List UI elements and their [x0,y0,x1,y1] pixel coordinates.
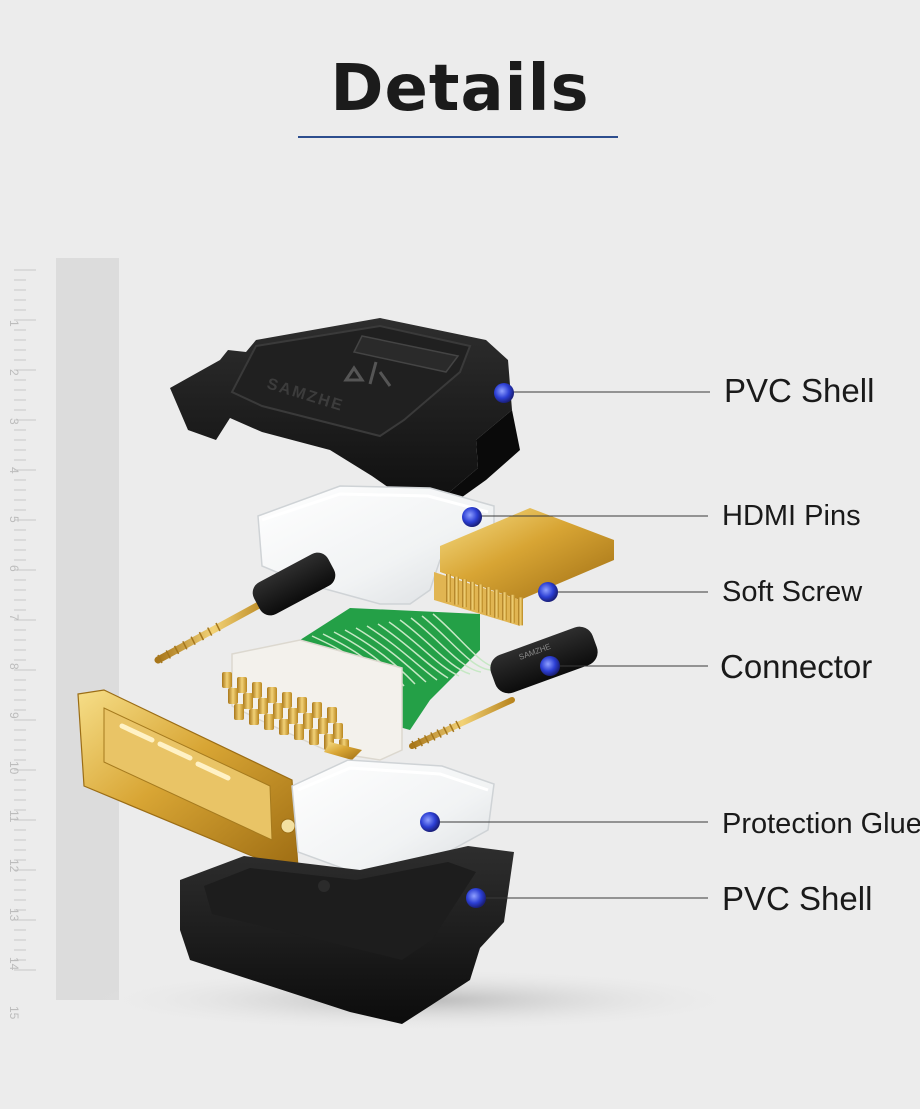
dvi-pin [264,714,274,730]
dvi-pin [249,709,259,725]
pcb-trace [377,623,449,679]
ruler-number: 12 [7,859,21,873]
dvi-pin [288,708,298,724]
dvi-pin [318,718,328,734]
marker-top-shell [494,383,514,403]
pcb-trace [410,617,482,673]
screw-thread [430,732,436,741]
label-soft-screw: Soft Screw [722,576,863,608]
marker-soft-screw [538,582,558,602]
screw-thread [182,640,188,650]
hdmi-pin [478,584,483,613]
hdmi-pin [518,597,523,626]
callout-markers [420,383,560,908]
dvi-pin [303,713,313,729]
screw-thread [165,650,171,659]
dvi-pin [333,723,343,739]
label-connector: Connector [720,648,873,685]
dvi-pin [252,682,262,698]
screw-thread [157,654,163,664]
ruler-number: 3 [7,418,21,425]
pcb-trace [366,625,438,681]
dvi-pin [279,719,289,735]
ruler-number: 14 [7,957,21,971]
bottom-pvc-shell [180,846,514,1024]
ruler-number: 1 [7,320,21,327]
hdmi-pin [454,576,459,605]
dvi-pin [312,702,322,718]
left-soft-screw [154,552,336,664]
title-underline [298,136,618,138]
hdmi-pin [446,574,451,602]
dvi-pin [258,698,268,714]
label-hdmi-pins: HDMI Pins [722,500,861,532]
dvi-pin [297,697,307,713]
leader-lines [430,391,710,899]
page-title: Details [330,52,590,126]
marker-connector [540,656,560,676]
screw-thread [207,627,213,636]
dvi-pin [267,687,277,703]
screw-thread [198,631,205,641]
dvi-pin [234,704,244,720]
pcb-trace [388,621,460,677]
hdmi-pin [462,579,467,608]
screw-thread [442,726,449,736]
ruler-number: 8 [7,663,21,670]
hdmi-pin [502,592,507,621]
dvi-pin [282,692,292,708]
ruler-number: 15 [7,1006,21,1020]
top-pvc-shell: SAMZHE [170,318,520,522]
marker-bottom-shell [466,888,486,908]
hdmi-pin [470,581,475,610]
ruler-number: 2 [7,369,21,376]
ruler-number: 6 [7,565,21,572]
label-protection-glue: Protection Glue [722,808,920,840]
pcb-trace [399,619,471,675]
dvi-pin [273,703,283,719]
ruler-number: 5 [7,516,21,523]
label-bottom-pvc-shell: PVC Shell [722,880,873,917]
dvi-pin [294,724,304,740]
hdmi-pin [510,594,515,623]
screw-thread [173,645,180,655]
pcb-trace [355,627,427,683]
screw-thread [411,740,417,750]
hdmi-gold-connector [434,508,614,626]
ruler-number: 4 [7,467,21,474]
pcb-trace [344,629,416,685]
dvi-pin [309,729,319,745]
screw-thread [449,723,455,733]
hdmi-pin [494,589,499,618]
pcb-trace [421,615,493,671]
screw-thread [417,737,423,747]
dvi-pin [327,707,337,723]
ruler-number: 11 [7,810,21,823]
screw-thread [215,622,221,632]
label-top-pvc-shell: PVC Shell [724,372,875,409]
ruler-number: 10 [7,761,21,775]
marker-protection-glue [420,812,440,832]
marker-hdmi-pins [462,507,482,527]
screw-thread [423,734,430,744]
ruler-number: 7 [7,614,21,621]
white-pin-block [222,639,403,761]
ruler-number: 9 [7,712,21,719]
ruler-number: 13 [7,908,21,922]
dvi-pin [243,693,253,709]
hdmi-pin [486,587,491,615]
dvi-pin [237,677,247,693]
dvi-pin [228,688,238,704]
screw-thread [436,729,442,738]
screw-thread [190,636,196,646]
screw-thread [455,720,461,730]
dvi-pin [222,672,232,688]
